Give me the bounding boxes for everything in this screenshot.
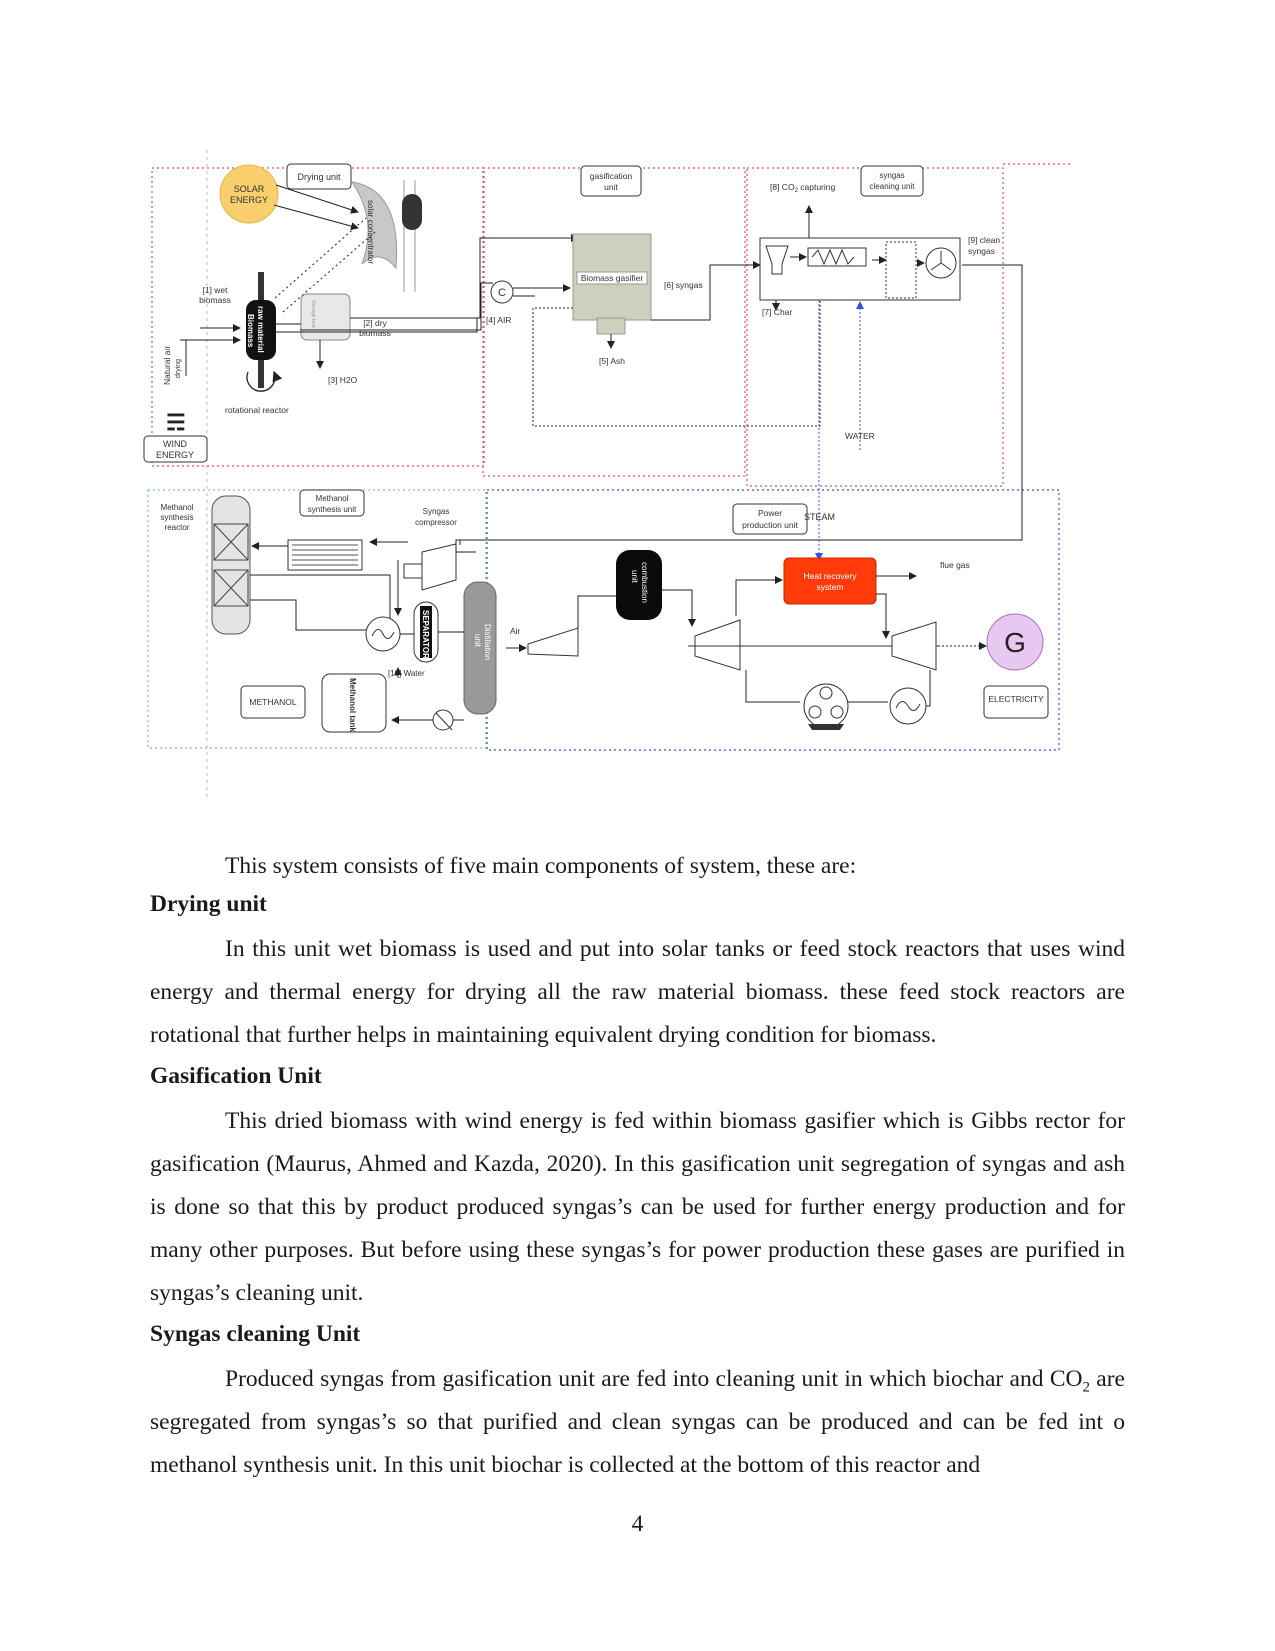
svg-text:C: C	[498, 287, 506, 299]
cleaning-section-boundary	[746, 167, 1004, 487]
methanol-synthesis-reactor	[211, 495, 251, 635]
rotation-arrow-icon	[246, 370, 283, 392]
svg-text:Air: Air	[510, 626, 521, 636]
svg-text:[3] H2O: [3] H2O	[328, 375, 358, 385]
solar-energy-icon	[219, 164, 279, 224]
svg-text:raw material: raw material	[256, 306, 265, 353]
power-section-boundary	[486, 489, 1060, 751]
svg-text:drying: drying	[175, 359, 182, 378]
methanol-label-box	[240, 685, 306, 719]
combustion-unit	[616, 550, 662, 620]
steam-turbine-icon	[891, 621, 937, 671]
paragraph-drying-unit: In this unit wet biomass is used and put…	[150, 936, 1125, 1048]
svg-text:Natural air: Natural air	[162, 346, 172, 385]
air-compressor-icon	[527, 627, 579, 657]
svg-text:STEAM: STEAM	[804, 512, 835, 522]
svg-text:solar concentrator: solar concentrator	[366, 200, 375, 264]
heat-recovery-system	[783, 557, 877, 605]
svg-text:rotational reactor: rotational reactor	[225, 405, 289, 415]
gasification-unit-label-box	[580, 165, 642, 197]
svg-text:Storage tank: Storage tank	[310, 300, 316, 329]
svg-text:flue gas: flue gas	[940, 560, 970, 570]
svg-text:Biomass: Biomass	[246, 314, 255, 348]
gas-turbine-icon	[694, 619, 741, 671]
svg-text:METHANOL: METHANOL	[249, 697, 297, 707]
feed-pump-icon	[803, 683, 849, 729]
svg-text:G: G	[1004, 627, 1026, 658]
svg-text:[10] Water: [10] Water	[388, 669, 425, 678]
heading-drying-unit: Drying unit	[150, 891, 267, 917]
wind-icon: ☴	[166, 410, 186, 435]
storage-tank	[300, 293, 351, 341]
raw-material-reactor	[246, 300, 276, 360]
heading-syngas-cleaning-unit: Syngas cleaning Unit	[150, 1321, 361, 1347]
power-production-unit-label-box	[732, 503, 808, 535]
svg-text:SEPARATOR: SEPARATOR	[421, 610, 430, 659]
svg-text:combustion: combustion	[640, 562, 649, 603]
intro-paragraph: This system consists of five main compon…	[225, 853, 857, 879]
solar-collector-icon	[402, 194, 422, 230]
svg-text:[5] Ash: [5] Ash	[599, 356, 625, 366]
svg-text:Methanol tank: Methanol tank	[348, 678, 357, 732]
svg-text:[4] AIR: [4] AIR	[486, 315, 512, 325]
heading-gasification-unit: Gasification Unit	[150, 1063, 322, 1089]
methanol-synthesis-unit-label-box	[299, 489, 365, 517]
svg-text:Biomass gasifier: Biomass gasifier	[581, 273, 644, 283]
syngas-cleaning-label-box	[860, 165, 924, 197]
svg-text:Distillation: Distillation	[483, 624, 492, 660]
compressor-icon	[490, 280, 514, 304]
svg-text:ELECTRICITY: ELECTRICITY	[988, 694, 1044, 704]
paragraph-syngas-cleaning-unit: Produced syngas from gasification unit a…	[150, 1366, 1125, 1478]
svg-text:[6] syngas: [6] syngas	[664, 280, 703, 290]
svg-text:WATER: WATER	[845, 431, 875, 441]
wind-energy-label-box	[143, 435, 208, 463]
syngas-compressor-icon	[421, 543, 457, 591]
generator-icon	[986, 613, 1044, 671]
svg-text:unit: unit	[630, 570, 639, 584]
solar-concentrator-icon	[350, 181, 398, 270]
svg-text:Drying unit: Drying unit	[297, 172, 341, 182]
methanol-tank	[321, 673, 387, 733]
svg-text:[8] CO2 capturing: [8] CO2 capturing	[770, 182, 836, 194]
electricity-label-box	[983, 685, 1049, 719]
svg-text:[7] Char: [7] Char	[762, 307, 792, 317]
distillation-unit	[463, 581, 497, 715]
drying-unit-label-box	[286, 163, 352, 190]
paragraph-gasification-unit: This dried biomass with wind energy is f…	[150, 1108, 1125, 1306]
svg-text:unit: unit	[473, 634, 482, 648]
page-number: 4	[631, 1511, 644, 1537]
